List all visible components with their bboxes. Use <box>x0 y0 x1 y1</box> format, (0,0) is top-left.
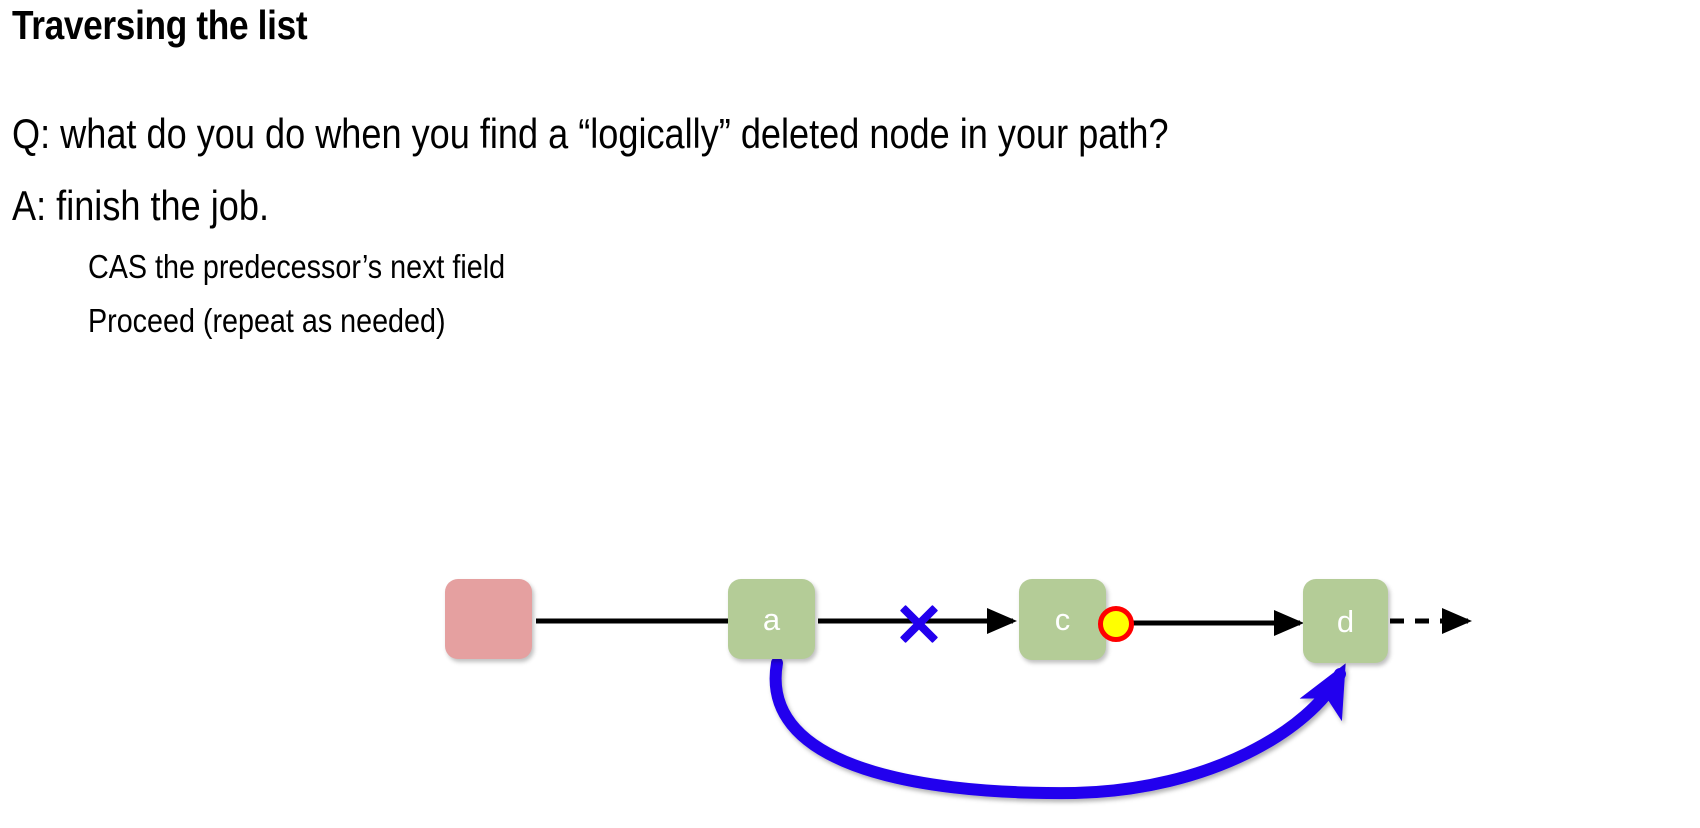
node-a-label: a <box>762 601 781 637</box>
node-c-label: c <box>1054 602 1071 637</box>
page-title: Traversing the list <box>12 2 308 48</box>
link-removed-x-icon <box>893 598 945 650</box>
edge-a-to-d-new-link <box>769 657 1346 800</box>
node-c: c <box>1019 579 1106 660</box>
node-a: a <box>728 579 815 659</box>
node-head <box>445 579 532 659</box>
answer-line: A: finish the job. <box>12 182 270 229</box>
sub-bullet-cas: CAS the predecessor’s next field <box>88 248 506 285</box>
node-d: d <box>1303 579 1388 663</box>
node-d-label: d <box>1336 603 1355 639</box>
sub-bullet-proceed: Proceed (repeat as needed) <box>88 302 446 339</box>
deleted-mark-icon <box>1098 606 1134 642</box>
question-line: Q: what do you do when you find a “logic… <box>12 110 1169 157</box>
